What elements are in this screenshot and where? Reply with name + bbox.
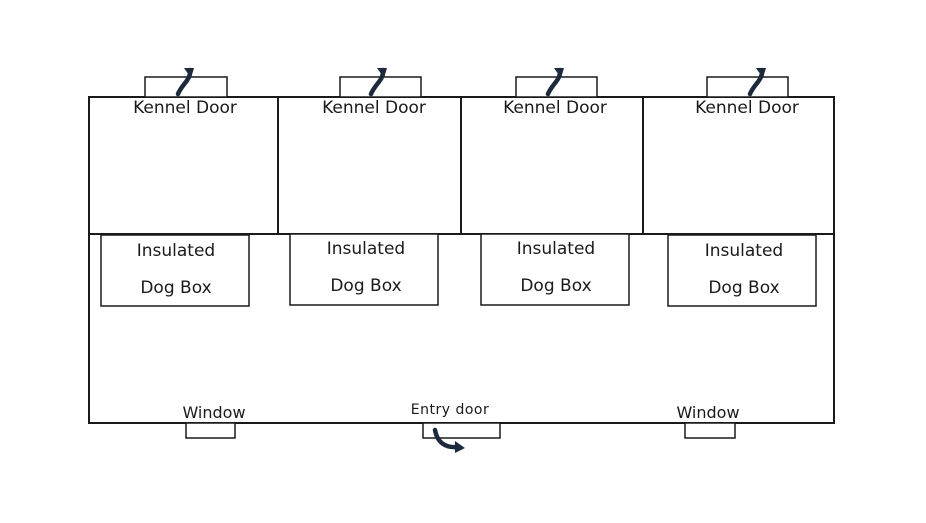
window-right: Window xyxy=(676,403,740,439)
kennel-door-label: Kennel Door xyxy=(695,98,799,118)
entry-door-label: Entry door xyxy=(411,402,489,418)
dog-box xyxy=(667,234,817,307)
entry-door: Entry door xyxy=(411,402,501,453)
dog-box-label-line1: Insulated xyxy=(327,239,405,259)
kennel-4: Kennel Door Insulated Dog Box xyxy=(667,68,817,307)
dog-box-label-line2: Dog Box xyxy=(330,276,401,296)
window-left: Window xyxy=(182,403,246,439)
window-frame xyxy=(684,422,736,439)
dog-box xyxy=(100,234,250,307)
kennel-door-label: Kennel Door xyxy=(503,98,607,118)
kennel-door-label: Kennel Door xyxy=(322,98,426,118)
kennel-door-frame xyxy=(144,76,228,98)
window-label: Window xyxy=(182,403,245,422)
kennel-3: Kennel Door Insulated Dog Box xyxy=(480,68,630,306)
kennel-2: Kennel Door Insulated Dog Box xyxy=(289,68,439,306)
dog-box-label-line1: Insulated xyxy=(137,241,215,261)
entry-door-swing-icon xyxy=(432,427,465,453)
dog-box-label-line2: Dog Box xyxy=(520,276,591,296)
kennel-1: Kennel Door Insulated Dog Box xyxy=(100,68,250,307)
dog-box xyxy=(480,233,630,306)
window-frame xyxy=(185,422,236,439)
window-label: Window xyxy=(676,403,739,422)
dog-box-label-line2: Dog Box xyxy=(140,278,211,298)
dog-box-label-line1: Insulated xyxy=(705,241,783,261)
dog-box xyxy=(289,233,439,306)
entry-door-frame xyxy=(422,422,501,439)
kennel-door-label: Kennel Door xyxy=(133,98,237,118)
dog-box-label-line1: Insulated xyxy=(517,239,595,259)
kennel-door-frame xyxy=(706,76,789,98)
dog-box-label-line2: Dog Box xyxy=(708,278,779,298)
